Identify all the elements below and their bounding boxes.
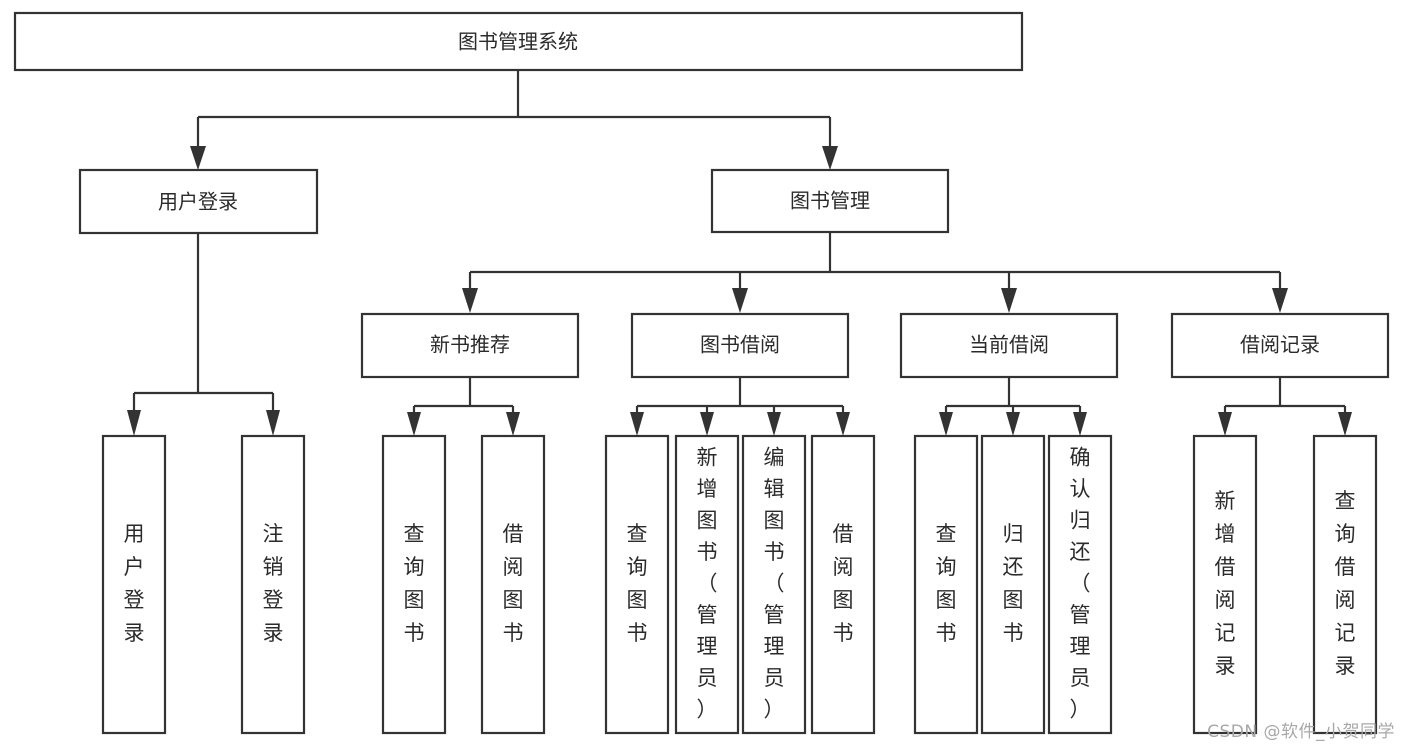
node-leaf-return-book-label: 归还图书 (1003, 522, 1024, 645)
connectors-new-book-recommend-to-leaves (407, 377, 520, 436)
node-leaf-add-record-box[interactable] (1192, 434, 1258, 735)
arrowhead-leaf-borrow-book-2 (836, 412, 850, 436)
arrowhead-new-book-recommend (462, 288, 478, 313)
connectors-current-borrow-to-leaves (939, 377, 1087, 436)
node-leaf-borrow-book-1-box[interactable] (480, 434, 546, 735)
node-leaf-user-login-box[interactable] (101, 434, 167, 735)
node-leaf-query-book-3[interactable]: 查询图书 (913, 434, 979, 735)
node-leaf-user-login[interactable]: 用户登录 (101, 434, 167, 735)
node-leaf-query-book-1-box[interactable] (381, 434, 447, 735)
node-leaf-edit-book[interactable]: 编辑图书（管理员） (741, 434, 807, 735)
node-book-borrow-label: 图书借阅 (700, 333, 780, 357)
arrowhead-leaf-return-book (1006, 412, 1020, 436)
arrowhead-leaf-user-logout (266, 410, 280, 436)
arrowhead-leaf-add-book (700, 412, 714, 436)
arrowhead-book-manage (822, 146, 838, 170)
node-leaf-borrow-book-2-label: 借阅图书 (833, 522, 854, 645)
node-leaf-return-book-box[interactable] (980, 434, 1046, 735)
arrowhead-leaf-edit-book (767, 412, 781, 436)
node-leaf-query-book-2[interactable]: 查询图书 (604, 434, 670, 735)
node-leaf-query-book-3-label: 查询图书 (936, 522, 957, 645)
connectors-user-login-to-leaves (127, 233, 280, 436)
node-borrow-record-box[interactable] (1170, 312, 1390, 379)
node-leaf-add-record[interactable]: 新增借阅记录 (1192, 434, 1258, 735)
node-user-login-box[interactable] (78, 168, 319, 235)
node-user-login-label: 用户登录 (158, 190, 238, 214)
node-leaf-borrow-book-1-label: 借阅图书 (503, 522, 524, 645)
node-leaf-edit-book-label: 编辑图书（管理员） (764, 446, 785, 722)
connectors-root-to-level2 (190, 70, 838, 170)
node-borrow-record[interactable]: 借阅记录 (1170, 312, 1390, 379)
node-leaf-user-logout-box[interactable] (240, 434, 306, 735)
connectors-book-borrow-to-leaves (630, 377, 850, 436)
node-root[interactable]: 图书管理系统 (13, 11, 1024, 72)
arrowhead-leaf-query-book-1 (407, 412, 421, 436)
node-root-label: 图书管理系统 (458, 30, 578, 54)
node-new-book-recommend[interactable]: 新书推荐 (360, 312, 580, 379)
node-new-book-recommend-label: 新书推荐 (430, 333, 510, 357)
node-book-borrow[interactable]: 图书借阅 (630, 312, 850, 379)
arrowhead-leaf-query-book-3 (939, 412, 953, 436)
arrowhead-borrow-record (1272, 288, 1288, 313)
node-leaf-return-book[interactable]: 归还图书 (980, 434, 1046, 735)
node-leaf-query-record-box[interactable] (1312, 434, 1378, 735)
node-leaf-add-book-label: 新增图书（管理员） (697, 446, 718, 722)
node-book-manage-label: 图书管理 (790, 189, 870, 213)
node-leaf-borrow-book-1[interactable]: 借阅图书 (480, 434, 546, 735)
node-leaf-query-record[interactable]: 查询借阅记录 (1312, 434, 1378, 735)
node-book-manage-box[interactable] (710, 168, 950, 234)
arrowhead-leaf-query-record (1338, 412, 1352, 436)
node-leaf-add-record-label: 新增借阅记录 (1215, 489, 1236, 678)
node-book-borrow-box[interactable] (630, 312, 850, 379)
node-leaf-add-book-box[interactable] (674, 434, 740, 735)
node-current-borrow-box[interactable] (899, 312, 1119, 379)
node-leaf-borrow-book-2-box[interactable] (810, 434, 876, 735)
arrowhead-leaf-query-book-2 (630, 412, 644, 436)
node-root-box[interactable] (13, 11, 1024, 72)
node-leaf-query-book-2-label: 查询图书 (627, 522, 648, 645)
node-leaf-query-book-1-label: 查询图书 (404, 522, 425, 645)
arrowhead-book-borrow (732, 288, 748, 313)
arrowhead-leaf-add-record (1218, 412, 1232, 436)
arrowhead-user-login (190, 146, 206, 170)
node-leaf-confirm-return-box[interactable] (1047, 434, 1113, 735)
node-leaf-add-book[interactable]: 新增图书（管理员） (674, 434, 740, 735)
node-leaf-query-record-label: 查询借阅记录 (1335, 489, 1356, 678)
arrowhead-leaf-user-login (127, 410, 141, 436)
node-user-login[interactable]: 用户登录 (78, 168, 319, 235)
connectors-borrow-record-to-leaves (1218, 377, 1352, 436)
node-current-borrow-label: 当前借阅 (969, 333, 1049, 357)
node-leaf-user-logout[interactable]: 注销登录 (240, 434, 306, 735)
node-book-manage[interactable]: 图书管理 (710, 168, 950, 234)
connectors-book-manage-to-level3 (462, 232, 1288, 313)
arrowhead-leaf-confirm-return (1073, 412, 1087, 436)
arrowhead-leaf-borrow-book-1 (506, 412, 520, 436)
node-leaf-borrow-book-2[interactable]: 借阅图书 (810, 434, 876, 735)
node-leaf-query-book-1[interactable]: 查询图书 (381, 434, 447, 735)
arrowhead-current-borrow (1001, 288, 1017, 313)
node-leaf-confirm-return-label: 确认归还（管理员） (1070, 446, 1091, 722)
node-leaf-user-logout-label: 注销登录 (263, 522, 284, 645)
node-borrow-record-label: 借阅记录 (1240, 333, 1320, 357)
node-leaf-confirm-return[interactable]: 确认归还（管理员） (1047, 434, 1113, 735)
node-leaf-edit-book-box[interactable] (741, 434, 807, 735)
node-leaf-query-book-2-box[interactable] (604, 434, 670, 735)
node-current-borrow[interactable]: 当前借阅 (899, 312, 1119, 379)
node-new-book-recommend-box[interactable] (360, 312, 580, 379)
node-leaf-user-login-label: 用户登录 (124, 522, 145, 645)
node-leaf-query-book-3-box[interactable] (913, 434, 979, 735)
